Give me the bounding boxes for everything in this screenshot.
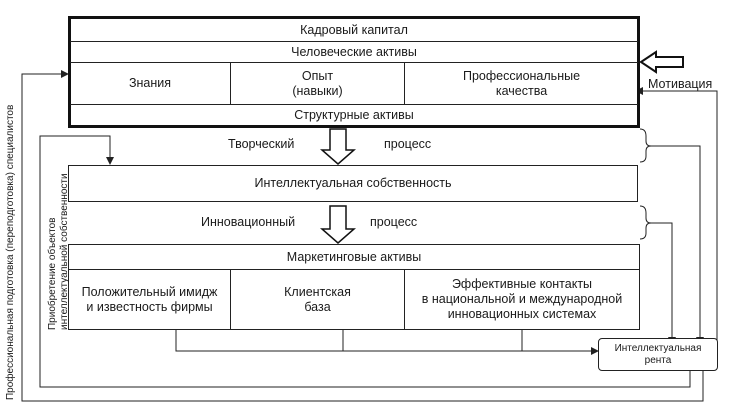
motivation-label: Мотивация: [648, 77, 713, 91]
firm-image-line2: и известность фирмы: [86, 299, 213, 314]
effective-contacts-cell: Эффективные контакты в национальной и ме…: [405, 270, 639, 329]
innovation-to-rent-line: [651, 222, 676, 345]
marketing-to-rent-line: [175, 330, 599, 355]
innovation-brace: [639, 205, 652, 240]
client-base-line1: Клиентская: [284, 284, 351, 299]
client-base-line2: база: [304, 299, 331, 314]
human-capital-title: Кадровый капитал: [300, 22, 408, 37]
client-base-cell: Клиентская база: [231, 270, 404, 329]
acquisition-loop-line: [39, 135, 691, 388]
professional-line2: качества: [495, 83, 548, 98]
marketing-assets-block: [68, 244, 640, 330]
innovation-process-right: процесс: [370, 215, 418, 229]
experience-line2: (навыки): [292, 83, 343, 98]
acquisition-side-label-1: Приобретение объектов: [47, 217, 58, 331]
human-assets-label: Человеческие активы: [291, 44, 417, 59]
innovation-down-arrow-icon: [320, 205, 356, 244]
structural-assets-label: Структурные активы: [294, 107, 414, 122]
firm-image-line1: Положительный имидж: [81, 284, 218, 299]
intellectual-rent-label: Интеллектуальная рента: [599, 339, 717, 370]
experience-cell: Опыт (навыки): [231, 63, 404, 104]
creative-process-left: Творческий: [228, 137, 295, 151]
professional-line1: Профессиональные: [462, 68, 581, 83]
rent-line1: Интеллектуальная: [614, 342, 702, 354]
contacts-line1: Эффективные контакты: [451, 277, 593, 291]
creative-to-rent-line: [651, 145, 704, 345]
contacts-line3: инновационных системах: [447, 307, 597, 321]
motivation-arrow-icon: [639, 50, 684, 74]
training-side-label: Профессиональная подготовка (переподгото…: [5, 104, 16, 400]
firm-image-cell: Положительный имидж и известность фирмы: [69, 270, 230, 329]
marketing-assets-title: Маркетинговые активы: [286, 249, 422, 264]
creative-down-arrow-icon: [320, 128, 356, 165]
intellectual-property-box: [68, 165, 638, 202]
experience-line1: Опыт: [301, 68, 334, 83]
professional-qualities-cell: Профессиональные качества: [405, 63, 638, 104]
intellectual-rent-box: [598, 338, 718, 371]
training-loop-line: [21, 70, 704, 402]
creative-brace: [639, 128, 652, 163]
motivation-line: [635, 87, 718, 345]
rent-line2: рента: [644, 354, 672, 366]
intellectual-property-label: Интеллектуальная собственность: [254, 176, 452, 190]
knowledge-cell: Знания: [128, 76, 172, 90]
human-capital-block: [68, 16, 640, 128]
acquisition-side-label-2: интеллектуальной собственности: [59, 173, 70, 330]
creative-process-right: процесс: [384, 137, 432, 151]
innovation-process-left: Инновационный: [201, 215, 296, 229]
contacts-line2: в национальной и международной: [421, 292, 623, 306]
